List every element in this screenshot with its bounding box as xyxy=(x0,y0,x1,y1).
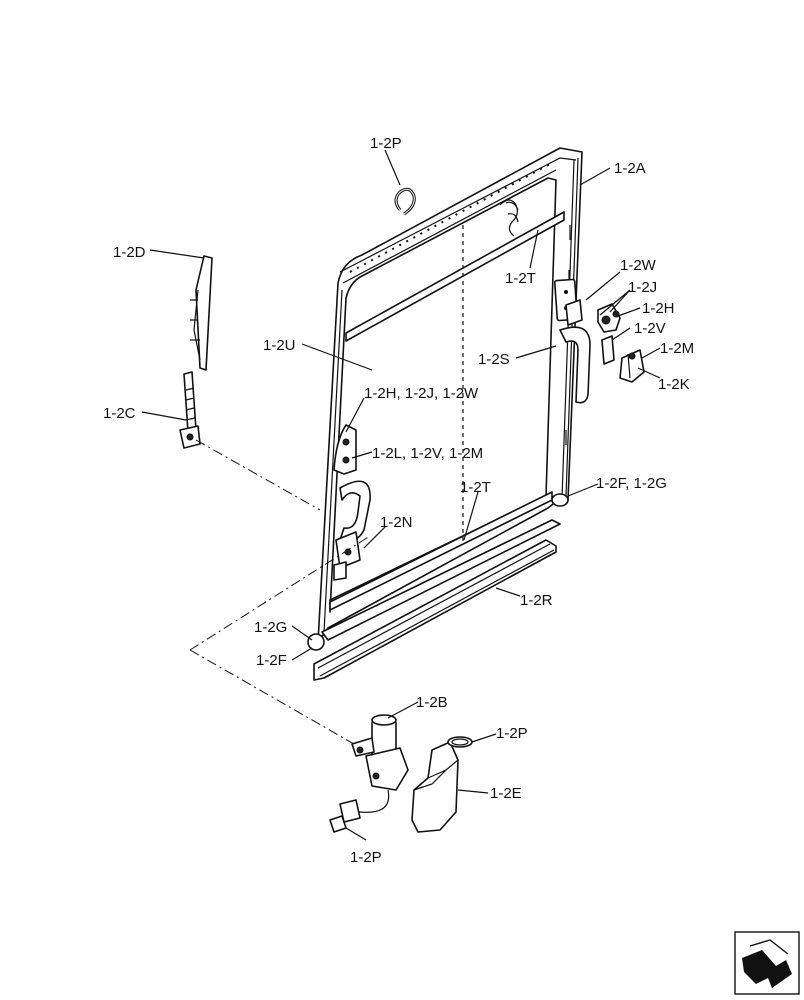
label-1-2C: 1-2C xyxy=(103,405,136,422)
label-1-2L-1-2V-1-2M: 1-2L, 1-2V, 1-2M xyxy=(372,445,483,462)
label-1-2P-top: 1-2P xyxy=(370,135,402,152)
label-1-2E: 1-2E xyxy=(490,785,522,802)
label-1-2U: 1-2U xyxy=(263,337,296,354)
label-1-2H-1-2J-1-2W: 1-2H, 1-2J, 1-2W xyxy=(364,385,479,402)
label-1-2G: 1-2G xyxy=(254,619,287,636)
leader-lines xyxy=(141,149,661,841)
wiper-arm xyxy=(179,371,201,449)
label-1-2F: 1-2F xyxy=(256,652,287,669)
label-1-2T-bottom: 1-2T xyxy=(460,479,491,496)
hook-part xyxy=(394,187,416,216)
rollers xyxy=(307,493,569,651)
label-1-2P-mid: 1-2P xyxy=(496,725,528,742)
seal-strip xyxy=(313,539,557,681)
wiper-motor xyxy=(329,714,409,833)
label-1-2T-top: 1-2T xyxy=(505,270,536,287)
callout-labels: 1-2P 1-2A 1-2D 1-2T 1-2W 1-2J 1-2H 1-2V … xyxy=(103,135,694,866)
label-1-2V: 1-2V xyxy=(634,320,666,337)
label-1-2J: 1-2J xyxy=(628,279,657,296)
wiper-blade xyxy=(190,255,213,371)
label-1-2H: 1-2H xyxy=(642,300,675,317)
label-1-2W: 1-2W xyxy=(620,257,657,274)
label-1-2D: 1-2D xyxy=(113,244,146,261)
label-1-2N: 1-2N xyxy=(380,514,413,531)
label-1-2F-1-2G: 1-2F, 1-2G xyxy=(596,475,667,492)
routing-lines xyxy=(189,439,371,745)
label-1-2K: 1-2K xyxy=(658,376,690,393)
label-1-2P-bottom: 1-2P xyxy=(350,849,382,866)
label-1-2A: 1-2A xyxy=(614,160,646,177)
spring-clip xyxy=(499,199,519,237)
door-frame xyxy=(317,147,583,643)
label-1-2B: 1-2B xyxy=(416,694,448,711)
next-page-arrow-icon[interactable] xyxy=(734,931,800,995)
label-1-2M: 1-2M xyxy=(660,340,694,357)
label-1-2S: 1-2S xyxy=(478,351,510,368)
label-1-2R: 1-2R xyxy=(520,592,553,609)
washer-reservoir xyxy=(411,736,473,833)
hinge-hardware xyxy=(565,299,645,383)
